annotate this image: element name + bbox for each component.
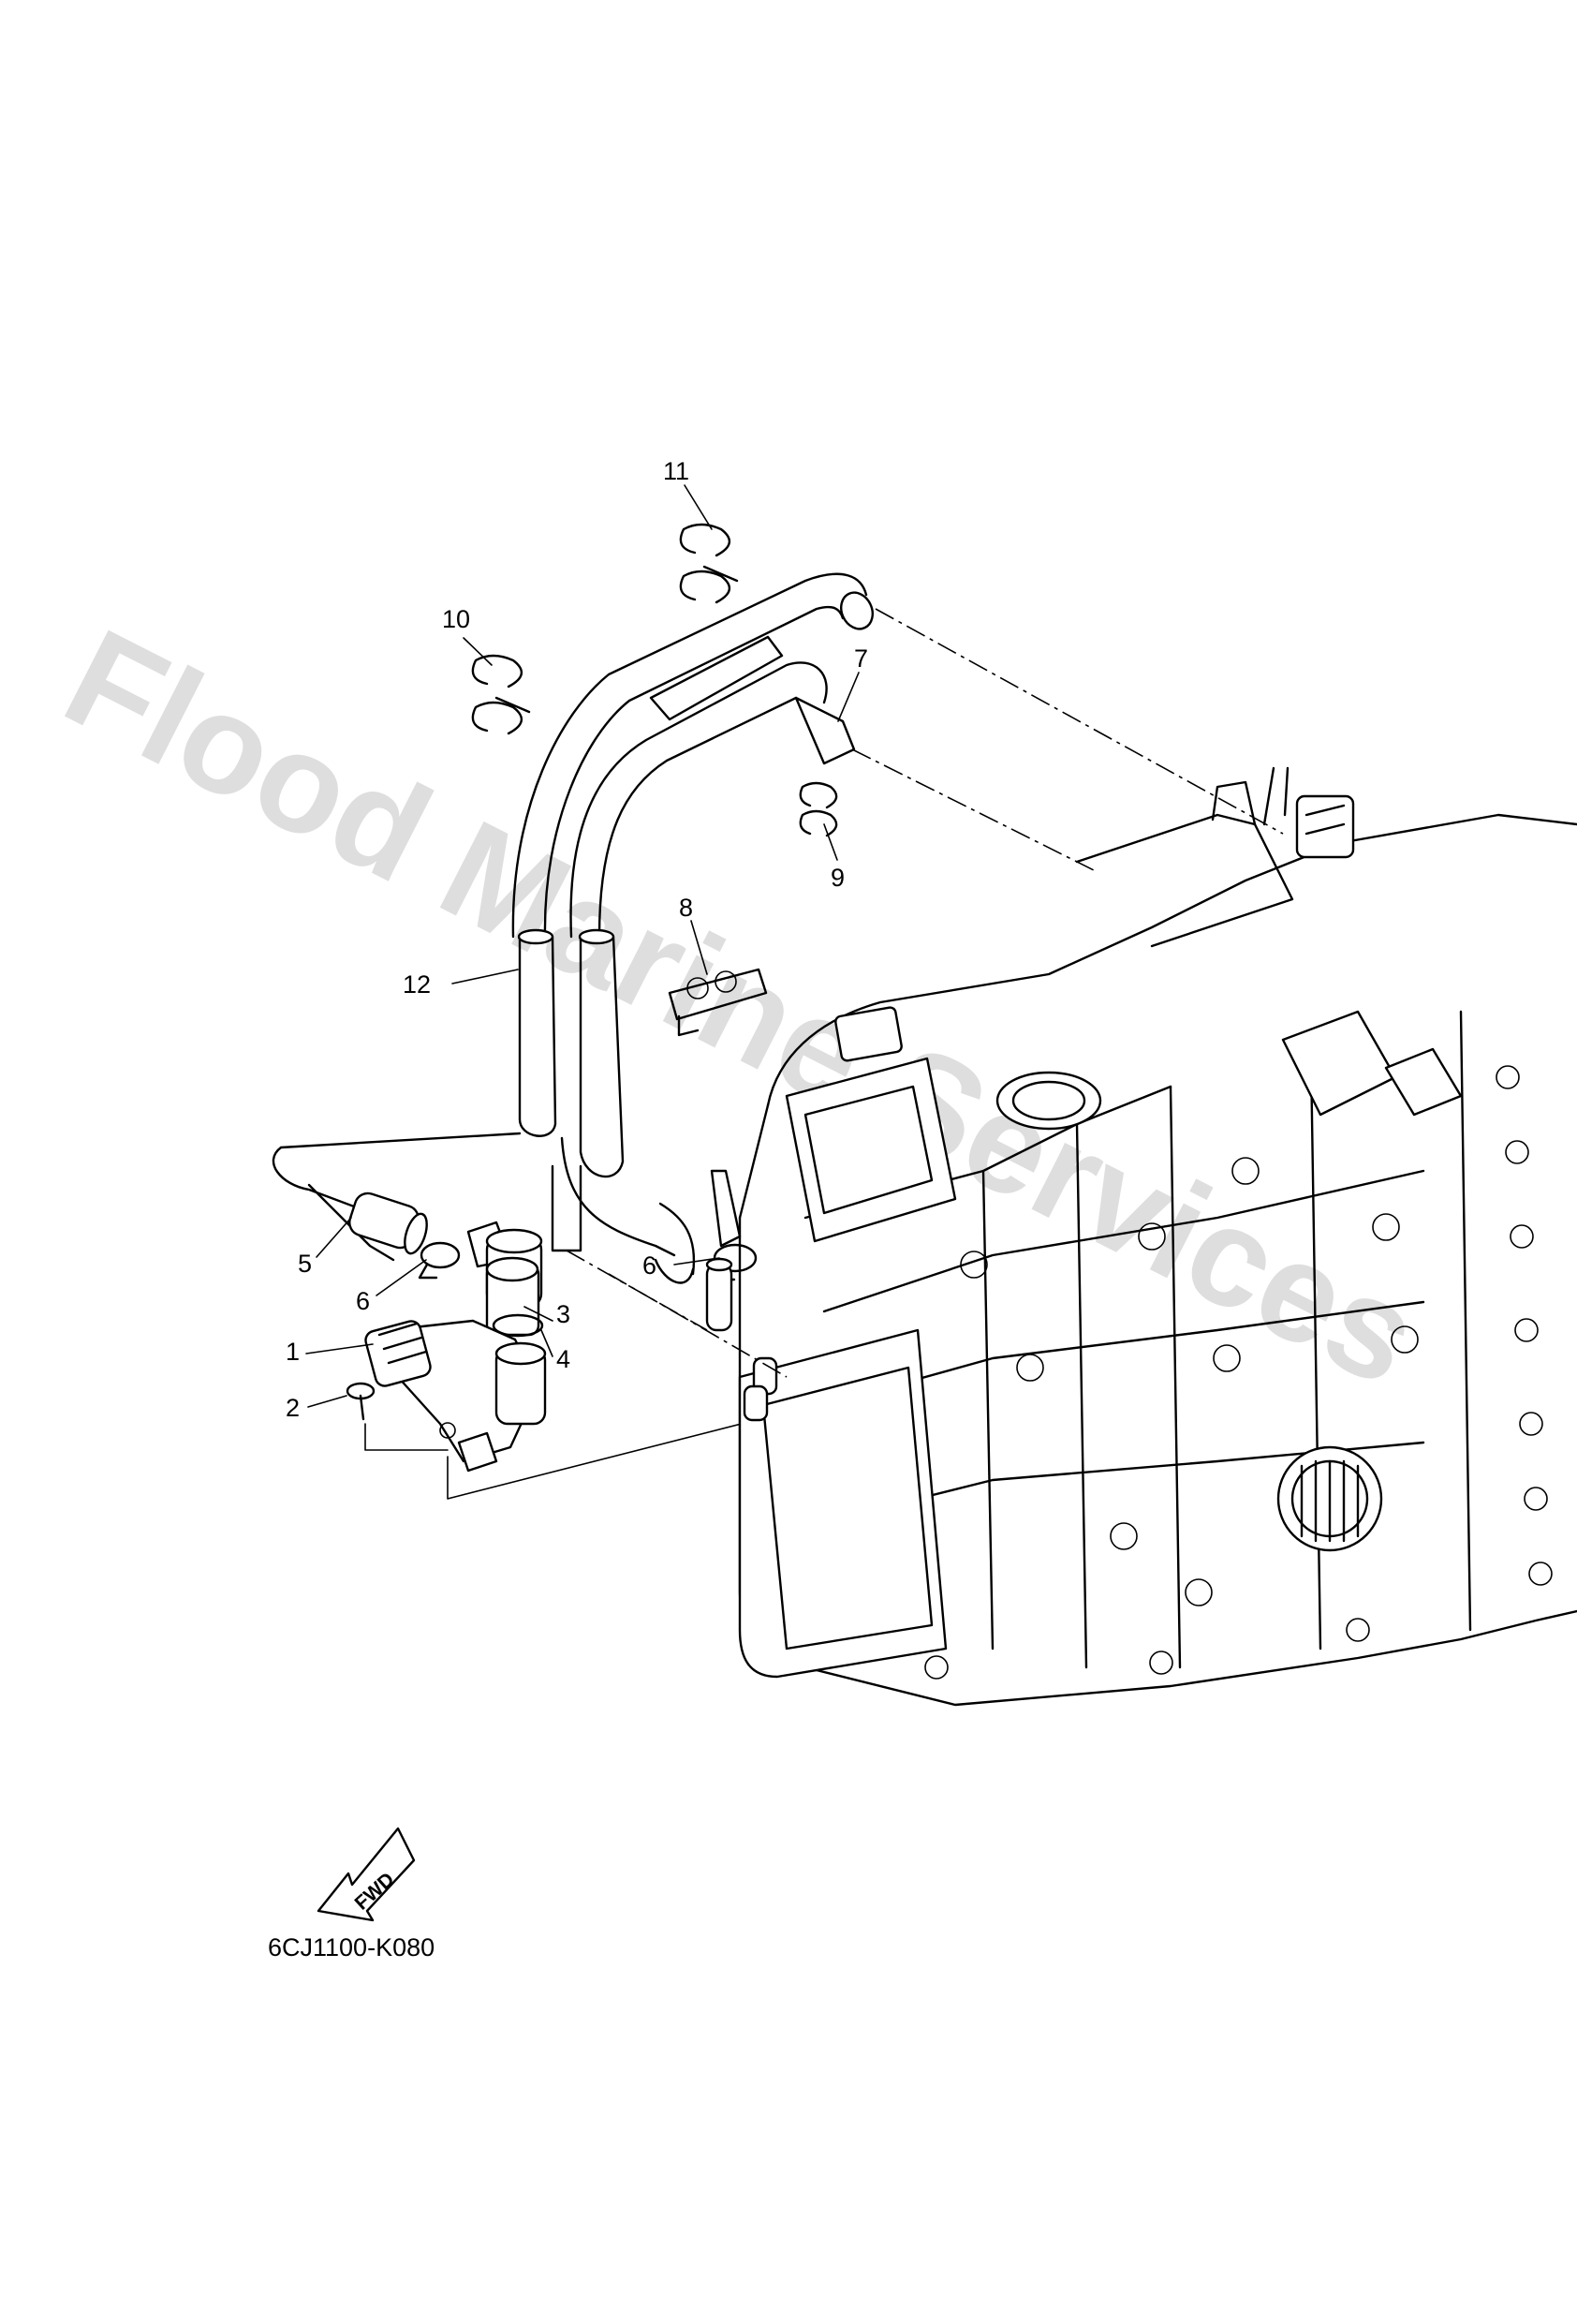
connection-line-5 [280,1132,521,1148]
connection-line-7 [851,748,1097,872]
leader-lines [305,484,860,1408]
assembly-bracket-lines [364,1404,816,1500]
callout-3: 3 [556,1300,570,1328]
hose-upper-long [511,572,874,939]
hose-holder-8 [668,968,768,1037]
clamp-11 [679,523,739,604]
hose-upper-short [569,661,856,939]
callout-8: 8 [679,894,693,922]
callout-9: 9 [831,864,845,892]
clamp-10 [471,654,531,735]
connection-line-3 [608,1273,788,1378]
bolt-2 [346,1382,376,1421]
callout-7: 7 [854,644,868,673]
forward-arrow-icon: FWD [317,1827,416,1922]
diagram-code: 6CJ1100-K080 [268,1933,435,1961]
connection-line-11 [875,608,1284,835]
engine-block [705,766,1577,1707]
callout-11: 11 [663,457,689,485]
callout-6-right: 6 [642,1251,656,1280]
callout-1: 1 [286,1338,300,1366]
clip-6-left [418,1241,461,1280]
callout-6-left: 6 [356,1287,370,1315]
callout-4: 4 [556,1345,570,1373]
callout-10: 10 [442,605,470,633]
hose-5 [272,1132,522,1262]
gasket-4 [492,1313,544,1338]
callout-12: 12 [403,970,431,999]
clamp-9 [799,781,838,837]
thermostat-3 [485,1256,540,1337]
callout-2: 2 [286,1394,300,1422]
sensor-1 [364,1320,432,1387]
watermark-text: Flood Marine Services [42,599,1442,1416]
callout-5: 5 [298,1250,312,1278]
